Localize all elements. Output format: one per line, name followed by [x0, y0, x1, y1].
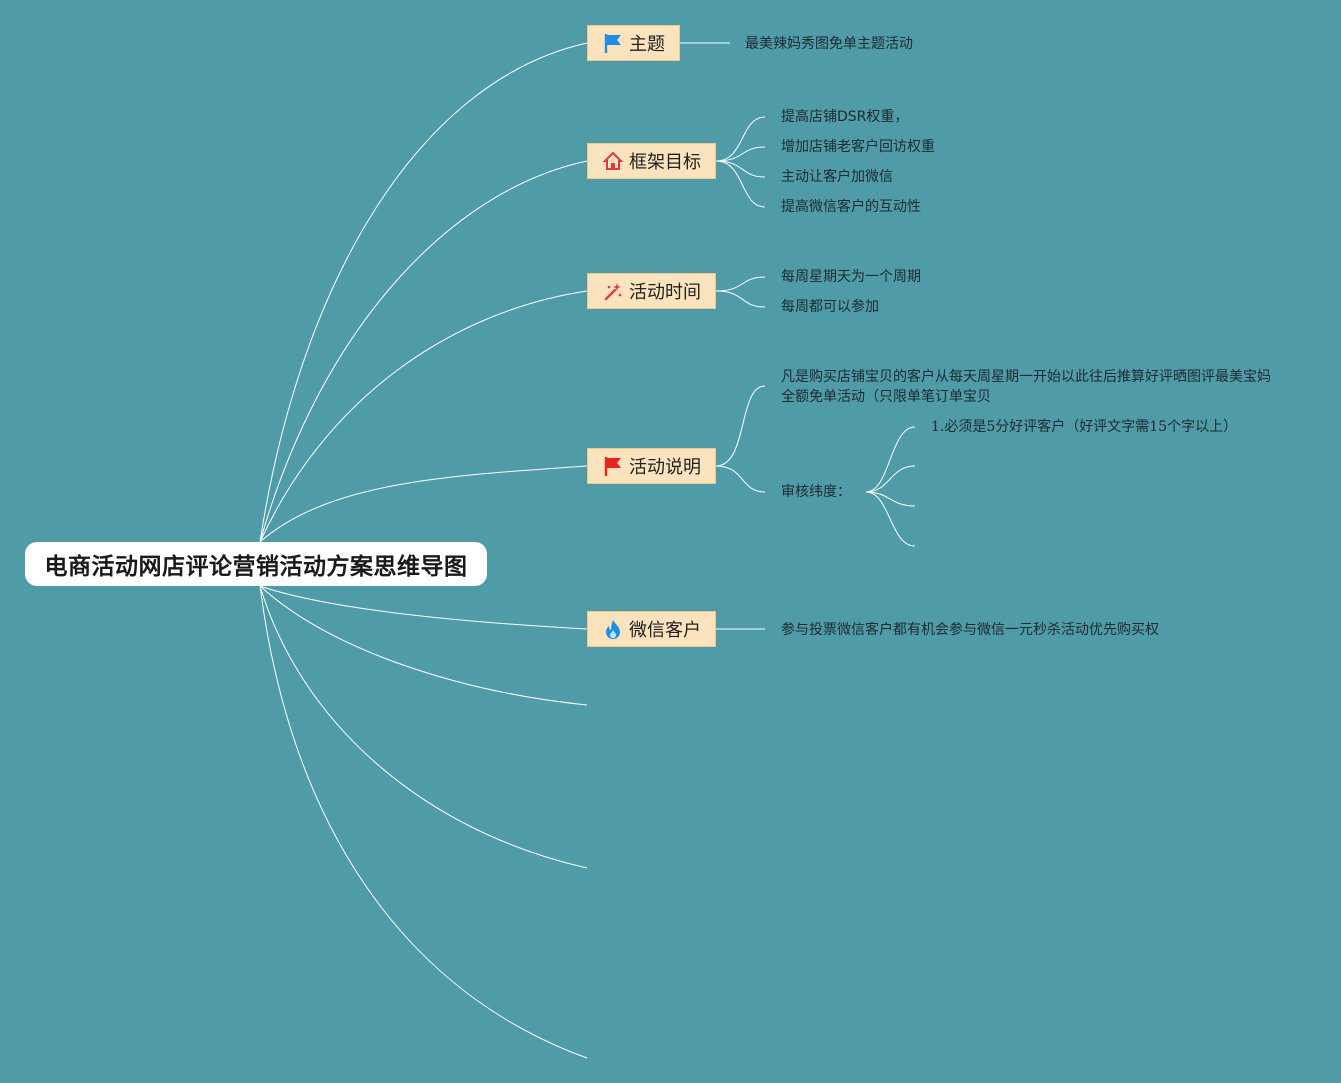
- topic-framework-goals[interactable]: 框架目标: [587, 143, 716, 179]
- topic-label: 主题: [629, 34, 665, 55]
- leaf-review-dimension[interactable]: 审核纬度：: [781, 484, 851, 500]
- topic-label: 活动时间: [629, 282, 701, 303]
- topic-theme[interactable]: 主题: [587, 25, 680, 61]
- magic-wand-icon: [602, 280, 624, 302]
- leaf-theme-1[interactable]: 最美辣妈秀图免单主题活动: [745, 36, 913, 52]
- leaf-review-item-1[interactable]: 1.必须是5分好评客户（好评文字需15个字以上）: [931, 419, 1238, 435]
- topic-label: 活动说明: [629, 457, 701, 478]
- house-icon: [602, 150, 624, 172]
- flame-icon: [602, 618, 624, 640]
- leaf-description-1[interactable]: 凡是购买店铺宝贝的客户从每天周星期一开始以此往后推算好评晒图评最美宝妈全额免单活…: [781, 369, 1271, 405]
- leaf-time-1[interactable]: 每周星期天为一个周期: [781, 269, 921, 285]
- topic-activity-time[interactable]: 活动时间: [587, 273, 716, 309]
- leaf-goal-2[interactable]: 增加店铺老客户回访权重: [781, 139, 935, 155]
- central-topic[interactable]: 电商活动网店评论营销活动方案思维导图: [25, 542, 487, 586]
- flag-icon: [602, 32, 624, 54]
- topic-activity-description[interactable]: 活动说明: [587, 448, 716, 484]
- leaf-wechat-1[interactable]: 参与投票微信客户都有机会参与微信一元秒杀活动优先购买权: [781, 622, 1159, 638]
- flag-icon: [602, 455, 624, 477]
- leaf-goal-1[interactable]: 提高店铺DSR权重，: [781, 109, 909, 125]
- topic-wechat-customers[interactable]: 微信客户: [587, 611, 716, 647]
- topic-label: 微信客户: [629, 620, 701, 641]
- leaf-goal-3[interactable]: 主动让客户加微信: [781, 169, 893, 185]
- topic-label: 框架目标: [629, 152, 701, 173]
- leaf-time-2[interactable]: 每周都可以参加: [781, 299, 879, 315]
- leaf-goal-4[interactable]: 提高微信客户的互动性: [781, 199, 921, 215]
